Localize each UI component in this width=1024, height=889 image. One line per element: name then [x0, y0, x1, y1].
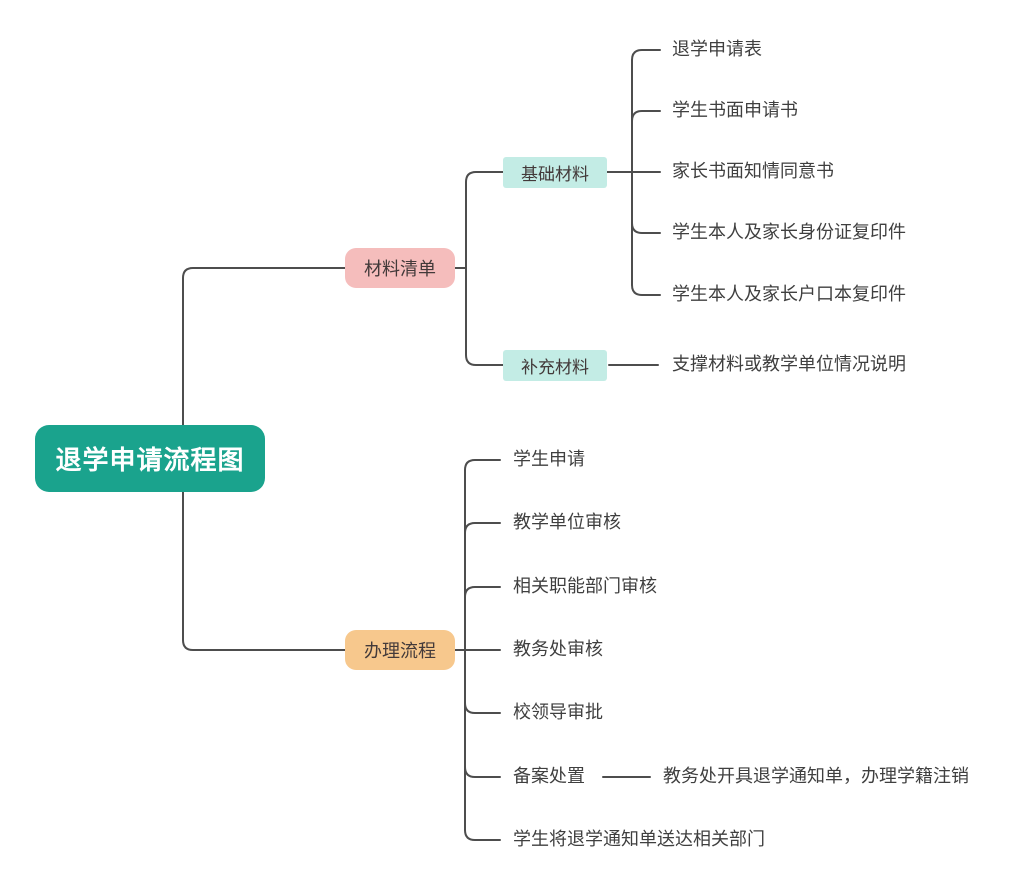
note-issue-withdrawal-notice[interactable]: 教务处开具退学通知单，办理学籍注销: [663, 766, 969, 787]
connector-process-step2: [464, 522, 501, 534]
connector-process-step1: [464, 459, 501, 471]
connector-basic-leaf2: [631, 110, 661, 122]
leaf-withdrawal-form[interactable]: 退学申请表: [672, 39, 762, 60]
root-node[interactable]: 退学申请流程图: [35, 425, 265, 492]
connector-basic-leaf5: [631, 284, 661, 296]
connector-basic-leaf1: [631, 49, 661, 61]
subtopic-node-supplementary-materials[interactable]: 补充材料: [503, 350, 607, 381]
connector-root-to-process: [182, 491, 346, 651]
step-filing-disposal[interactable]: 备案处置: [513, 766, 585, 787]
branch-node-process[interactable]: 办理流程: [345, 630, 455, 670]
connector-materials-to-supp: [465, 267, 504, 366]
step-functional-departments-review[interactable]: 相关职能部门审核: [513, 576, 657, 597]
connector-process-step5: [464, 702, 501, 714]
connector-process-step7: [464, 829, 501, 841]
subtopic-node-basic-materials[interactable]: 基础材料: [503, 157, 607, 188]
leaf-supporting-materials-note[interactable]: 支撑材料或教学单位情况说明: [672, 354, 906, 375]
step-teaching-unit-review[interactable]: 教学单位审核: [513, 512, 621, 533]
leaf-household-register-copies[interactable]: 学生本人及家长户口本复印件: [672, 284, 906, 305]
step-academic-affairs-review[interactable]: 教务处审核: [513, 639, 603, 660]
step-student-application[interactable]: 学生申请: [513, 449, 585, 470]
step-deliver-notice[interactable]: 学生将退学通知单送达相关部门: [513, 829, 765, 850]
leaf-parent-consent-letter[interactable]: 家长书面知情同意书: [672, 161, 834, 182]
connector-materials-to-basic: [465, 171, 504, 269]
step-school-leader-approval[interactable]: 校领导审批: [513, 702, 603, 723]
leaf-id-card-copies[interactable]: 学生本人及家长身份证复印件: [672, 222, 906, 243]
connector-basic-leaf4: [631, 222, 661, 234]
connector-process-step3: [464, 586, 501, 598]
leaf-student-written-application[interactable]: 学生书面申请书: [672, 100, 798, 121]
connector-root-to-materials: [182, 267, 346, 426]
branch-node-materials[interactable]: 材料清单: [345, 248, 455, 288]
connector-process-step6: [464, 766, 501, 778]
